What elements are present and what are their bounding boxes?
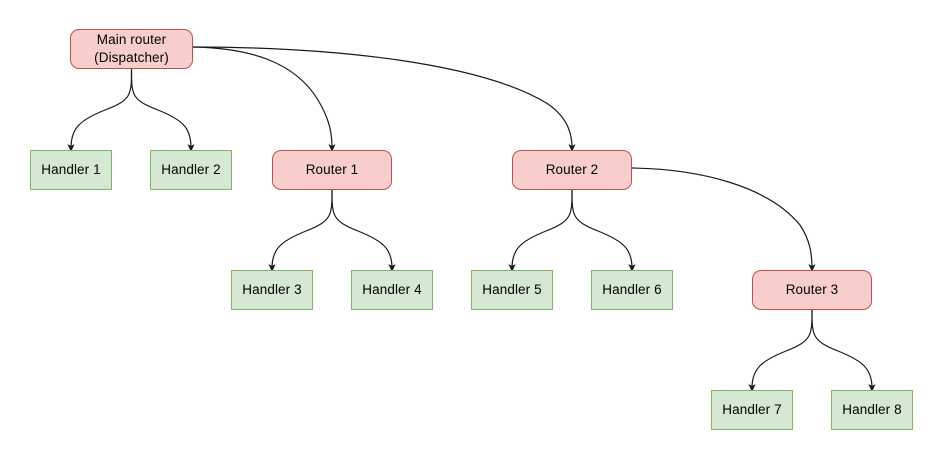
node-label: Handler 7 (722, 402, 782, 418)
edge-router-2-to-handler-5 (508, 189, 573, 272)
edge-main-router-to-router-2 (192, 46, 576, 152)
node-handler-6[interactable]: Handler 6 (591, 270, 673, 310)
edge-router-1-to-handler-3 (268, 189, 333, 272)
node-label: Handler 8 (842, 402, 902, 418)
edge-router-2-to-handler-6 (571, 189, 636, 272)
node-router-1[interactable]: Router 1 (272, 150, 392, 190)
node-label: Main router (Dispatcher) (94, 32, 169, 65)
node-label: Router 2 (545, 162, 599, 178)
node-label: Router 1 (305, 162, 359, 178)
node-handler-2[interactable]: Handler 2 (150, 150, 232, 190)
node-label: Handler 4 (362, 282, 422, 298)
edge-router-1-to-handler-4 (331, 189, 396, 272)
node-handler-4[interactable]: Handler 4 (351, 270, 433, 310)
node-label: Handler 3 (242, 282, 302, 298)
node-handler-3[interactable]: Handler 3 (231, 270, 313, 310)
node-main-router[interactable]: Main router (Dispatcher) (70, 29, 193, 69)
node-label: Handler 5 (482, 282, 542, 298)
node-label: Handler 2 (161, 162, 221, 178)
node-label: Handler 1 (41, 162, 101, 178)
node-handler-1[interactable]: Handler 1 (30, 150, 112, 190)
node-label: Router 3 (785, 282, 839, 298)
node-handler-7[interactable]: Handler 7 (711, 390, 793, 430)
edge-main-router-to-router-1 (192, 46, 336, 152)
edge-main-router-to-handler-2 (130, 68, 195, 152)
edge-router-3-to-handler-8 (811, 309, 876, 392)
node-router-3[interactable]: Router 3 (752, 270, 872, 310)
edge-main-router-to-handler-1 (67, 68, 133, 152)
edge-router-2-to-router-3 (631, 167, 816, 272)
node-handler-8[interactable]: Handler 8 (831, 390, 913, 430)
node-label: Handler 6 (602, 282, 662, 298)
edge-router-3-to-handler-7 (748, 309, 813, 392)
node-router-2[interactable]: Router 2 (512, 150, 632, 190)
node-handler-5[interactable]: Handler 5 (471, 270, 553, 310)
